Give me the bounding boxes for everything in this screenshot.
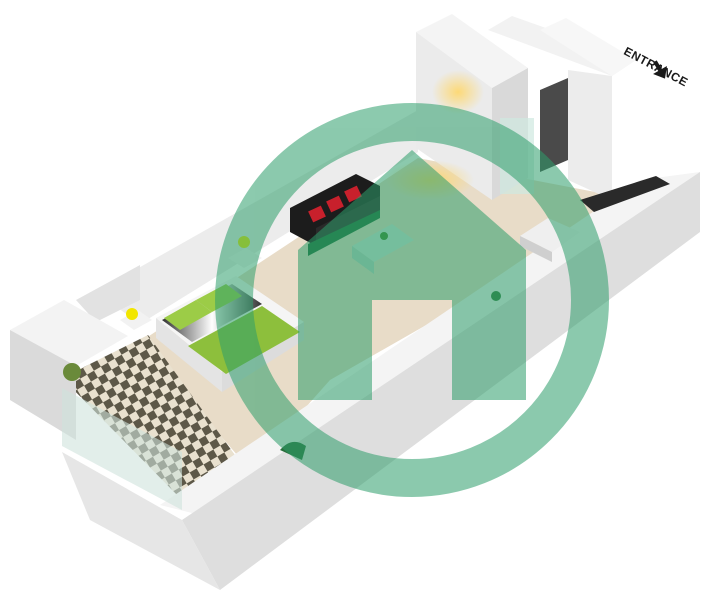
bathroom-front (568, 70, 612, 200)
bathroom-wall (540, 18, 636, 76)
kitchen-counter (580, 176, 670, 212)
left-outer-face (10, 330, 76, 440)
nightstand (120, 310, 152, 330)
wardrobe-top (416, 14, 528, 88)
balcony-floor (62, 335, 240, 500)
cushion (326, 195, 344, 213)
kitchen-island-side (520, 236, 552, 262)
lamp-icon (126, 308, 138, 320)
balcony-glass (62, 388, 182, 510)
balcony-plant (63, 363, 81, 381)
bathroom-floor (540, 78, 568, 172)
left-room-wall (76, 265, 140, 322)
logo-watermark (215, 103, 609, 497)
bed-frame-left (156, 318, 222, 392)
left-outer-wall (10, 300, 128, 366)
pillow (164, 300, 212, 330)
cushion (308, 205, 326, 223)
front-wall-base (62, 452, 220, 590)
arrow-down-right-icon (653, 60, 667, 79)
wardrobe-light (432, 70, 484, 114)
